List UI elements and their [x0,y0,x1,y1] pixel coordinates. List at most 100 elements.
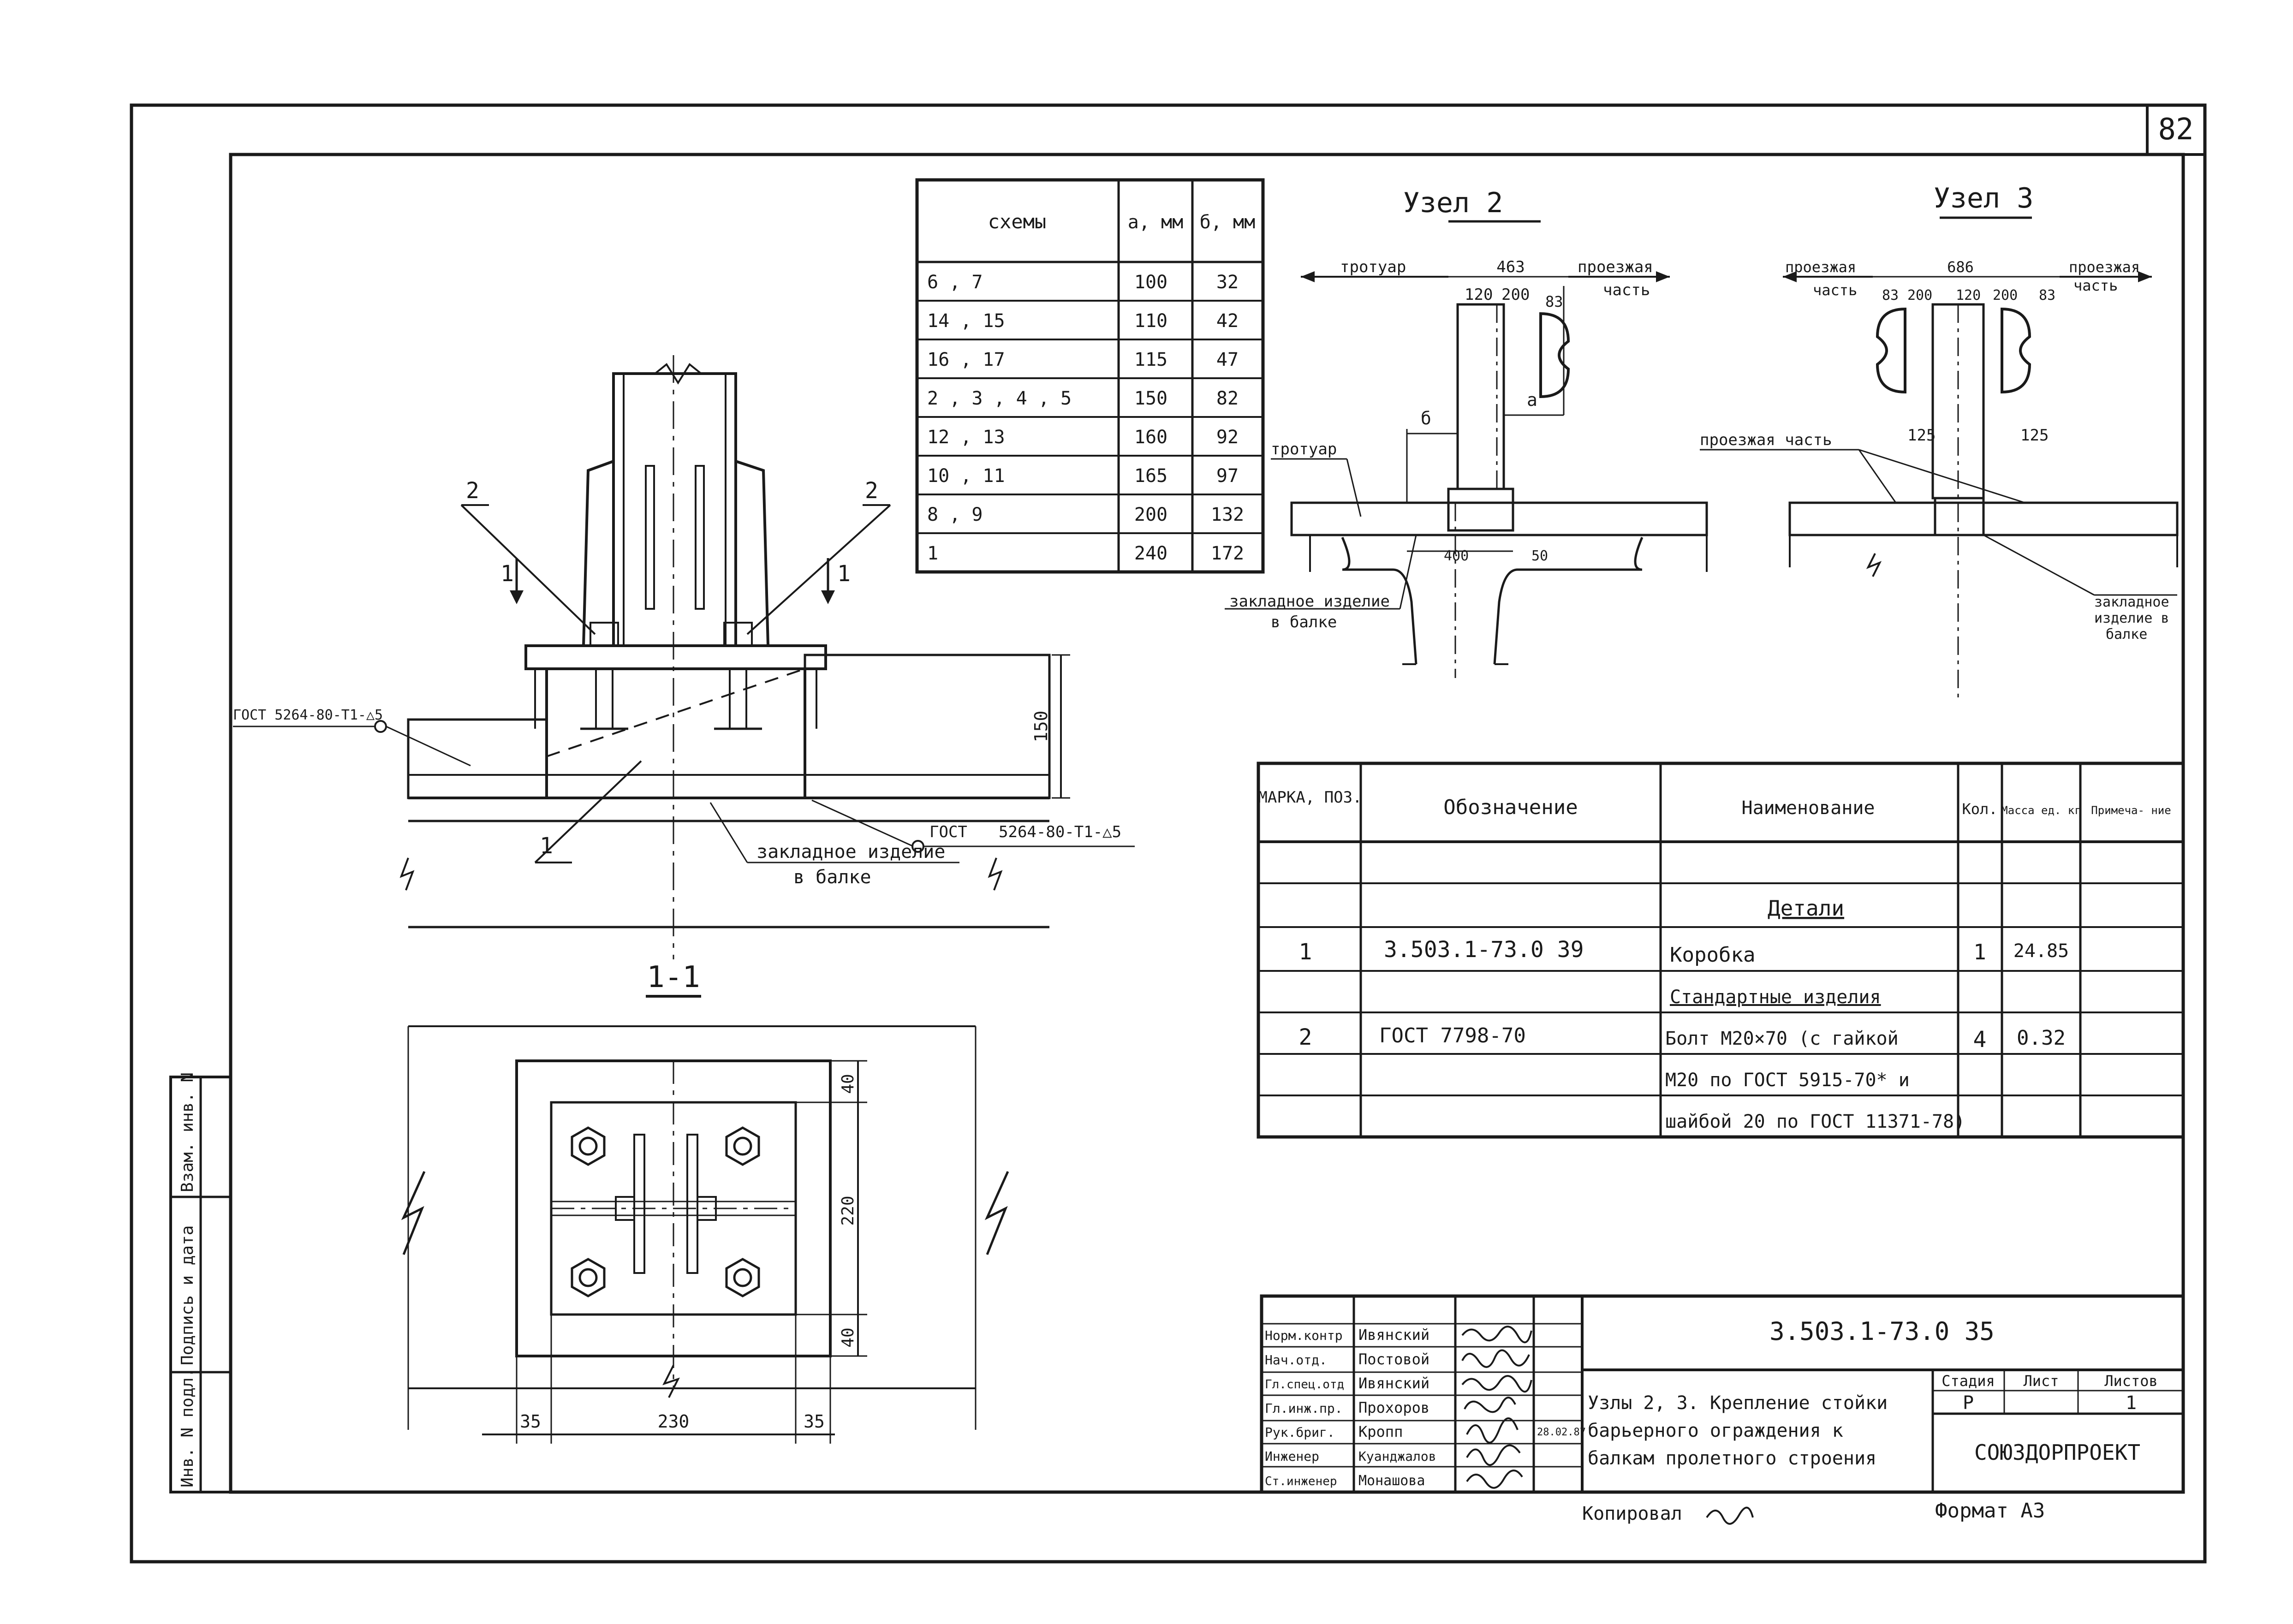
dim-150: 150 [1031,711,1051,743]
signer-role: Норм.контр [1265,1328,1343,1343]
scheme-cell: 8 , 9 [927,504,983,525]
side-stamp: Инв. N подл. Подпись и дата Взам. инв. N [169,1072,232,1493]
embedded-label-a: закладное изделие [756,841,945,863]
node2-dim-200: 200 [1501,286,1530,304]
signer-name: Куанджалов [1358,1449,1436,1464]
b-header: б, мм [1200,212,1255,233]
scheme-cell: 16 , 17 [927,349,1005,370]
node2-label-b: б [1421,408,1431,428]
b-cell: 132 [1211,504,1244,525]
stamp-signature-date: Подпись и дата [178,1225,197,1365]
row1-qty: 1 [1973,940,1986,964]
doc-title-3: балкам пролетного строения [1588,1448,1876,1469]
sheet-number: 82 [2158,113,2193,147]
node2-dim-83: 83 [1545,293,1563,310]
doc-code: 3.503.1-73.0 35 [1769,1317,1995,1346]
sheets-label: Листов [2104,1372,2158,1390]
sheet-number-box [2146,104,2206,156]
section-mark-left: 1 [500,561,514,587]
doc-title-1: Узлы 2, 3. Крепление стойки [1588,1392,1888,1414]
node3-embedded-c: балке [2106,626,2147,642]
stage-value: Р [1963,1392,1974,1414]
node2-roadway-b: часть [1603,281,1650,299]
node3-roadway-left-b: часть [1813,281,1857,299]
node2-dim-400: 400 [1444,548,1469,564]
node3-embedded-a: закладное [2094,594,2169,610]
sheets-value: 1 [2126,1392,2137,1414]
b-cell: 32 [1216,272,1239,293]
callout-2-left: 2 [466,478,479,504]
scheme-cell: 12 , 13 [927,427,1005,448]
main-elevation-view: 150 2 2 1 1 ГОСТ 5264-80-Т1-△5 ГОСТ 5264… [233,355,1135,959]
dim-40-bottom: 40 [839,1327,858,1347]
b-cell: 82 [1216,388,1239,409]
copied-signature [1706,1506,1754,1525]
spec-section-standard: Стандартные изделия [1670,987,1881,1008]
embedded-label-b: в балке [793,867,871,888]
spec-section-details: Детали [1768,896,1844,921]
signer-name: Кропп [1358,1423,1403,1440]
row1-name: Коробка [1670,943,1755,967]
spec-header-designation: Обозначение [1443,796,1578,819]
dim-35-left: 35 [520,1411,541,1432]
spec-header-qty: Кол. [1962,800,1997,818]
node3-title: Узел 3 [1934,182,2034,214]
signer-role: Гл.спец.отд [1265,1378,1344,1392]
section-title: 1-1 [647,960,700,994]
row1-designation: 3.503.1-73.0 39 [1384,937,1584,963]
node-2-view: Узел 2 тротуар 463 проезжая часть 120 20… [1225,187,1708,678]
signatures [1461,1326,1532,1489]
spec-header-mark: МАРКА, ПОЗ. [1258,788,1362,807]
sign-date: 28.02.87 [1537,1427,1586,1438]
a-cell: 165 [1134,465,1167,487]
b-cell: 92 [1216,427,1239,448]
callout-2-right: 2 [865,478,878,504]
row1-mass: 24.85 [2013,940,2069,962]
node2-sidewalk-2: тротуар [1271,440,1337,458]
a-header: а, мм [1128,212,1183,233]
a-cell: 110 [1134,310,1167,332]
dim-220: 220 [839,1196,858,1225]
node3-dim: 200 [1907,287,1932,303]
node2-embedded-a: закладное изделие [1229,592,1390,611]
spec-header-name: Наименование [1742,797,1875,819]
schemes-table: схемы а, мм б, мм 6 , 7 100 32 14 , 15 1… [915,178,1265,574]
weld-right-label-a: ГОСТ [929,823,967,841]
outer-frame [130,103,2207,1564]
node2-dim-463: 463 [1496,258,1525,276]
node3-dim-125-right: 125 [2020,426,2049,445]
stamp-replacement-inv: Взам. инв. N [178,1072,197,1192]
node2-roadway-a: проезжая [1578,258,1653,276]
sheet-label: Лист [2023,1372,2059,1390]
node2-dim-120: 120 [1465,286,1493,304]
weld-left-label: ГОСТ 5264-80-Т1-△5 [233,707,383,723]
node2-title: Узел 2 [1403,187,1503,219]
signer-role: Рук.бриг. [1265,1425,1335,1440]
scheme-cell: 1 [927,543,938,564]
node3-embedded-b: изделие в [2094,610,2169,626]
spec-header-note: Примеча- ние [2091,804,2171,817]
signer-name: Монашова [1358,1473,1425,1489]
b-cell: 97 [1216,465,1239,487]
signer-role: Гл.инж.пр. [1265,1401,1343,1416]
dim-35-right: 35 [804,1411,825,1432]
row2-name-1: Болт М20×70 (с гайкой [1665,1028,1899,1049]
scheme-cell: 6 , 7 [927,272,983,293]
signer-name: Ивянский [1358,1326,1429,1344]
title-block: Норм.контр Ивянский Нач.отд. Постовой Гл… [1260,1294,2185,1494]
stamp-inv-original: Инв. N подл. [178,1368,197,1487]
node2-dim-50: 50 [1531,548,1548,564]
weld-right-label-b: 5264-80-Т1-△5 [999,823,1121,841]
row2-name-3: шайбой 20 по ГОСТ 11371-78) [1665,1111,1965,1132]
label-1: 1 [540,833,553,859]
signer-role: Нач.отд. [1265,1352,1327,1368]
scheme-cell: 14 , 15 [927,310,1005,332]
b-cell: 42 [1216,310,1239,332]
signer-name: Постовой [1358,1350,1429,1368]
node3-dim: 120 [1956,287,1981,303]
dim-230: 230 [658,1411,690,1432]
node3-dim-125-left: 125 [1907,426,1936,445]
scheme-cell: 2 , 3 , 4 , 5 [927,388,1072,409]
inner-frame [229,153,2185,1494]
